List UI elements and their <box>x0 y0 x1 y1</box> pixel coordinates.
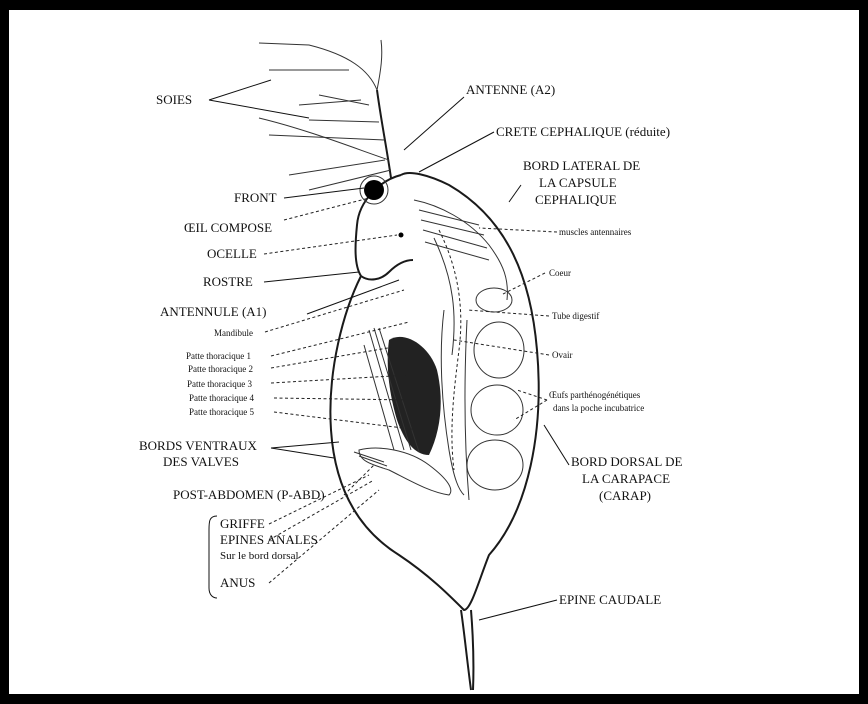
label-rostre: ROSTRE <box>203 274 253 289</box>
diagram-frame: SOIES ANTENNE (A2) CRETE CEPHALIQUE (réd… <box>9 10 859 694</box>
label-epine-caudale: EPINE CAUDALE <box>559 592 661 607</box>
label-bord-lateral-2: LA CAPSULE <box>539 175 617 190</box>
label-epines-anales: EPINES ANALES <box>220 532 318 547</box>
label-anus: ANUS <box>220 575 255 590</box>
label-tube: Tube digestif <box>552 311 599 321</box>
label-crete: CRETE CEPHALIQUE (réduite) <box>496 124 670 139</box>
label-patte-1: Patte thoracique 1 <box>186 351 251 361</box>
label-bords-ventraux-2: DES VALVES <box>163 454 239 469</box>
label-bords-ventraux-1: BORDS VENTRAUX <box>139 438 257 453</box>
label-mandibule: Mandibule <box>214 328 253 338</box>
label-ovair: Ovair <box>552 350 573 360</box>
label-front: FRONT <box>234 190 277 205</box>
label-oeufs-2: dans la poche incubatrice <box>553 403 644 413</box>
compound-eye-shape <box>364 180 384 200</box>
label-patte-5: Patte thoracique 5 <box>189 407 254 417</box>
label-soies: SOIES <box>156 92 192 107</box>
label-bord-lateral-3: CEPHALIQUE <box>535 192 617 207</box>
label-bord-dorsal-3: (CARAP) <box>599 488 651 503</box>
label-oeil: ŒIL COMPOSE <box>184 220 272 235</box>
label-patte-2: Patte thoracique 2 <box>188 364 253 374</box>
thoracic-legs-drawing <box>364 328 441 455</box>
label-patte-4: Patte thoracique 4 <box>189 393 254 403</box>
label-post-abdomen: POST-ABDOMEN (P-ABD) <box>173 487 325 502</box>
label-coeur: Coeur <box>549 268 571 278</box>
label-bord-dorsal-1: BORD DORSAL DE <box>571 454 683 469</box>
daphnia-diagram: SOIES ANTENNE (A2) CRETE CEPHALIQUE (réd… <box>9 10 859 694</box>
label-patte-3: Patte thoracique 3 <box>187 379 252 389</box>
label-bord-dorsal-2: LA CARAPACE <box>582 471 670 486</box>
label-muscles: muscles antennaires <box>559 227 632 237</box>
label-oeufs-1: Œufs parthénogénétiques <box>549 390 641 400</box>
label-antenne: ANTENNE (A2) <box>466 82 555 97</box>
label-ocelle: OCELLE <box>207 246 257 261</box>
label-antennule: ANTENNULE (A1) <box>160 304 267 319</box>
label-sur-bord: Sur le bord dorsal <box>220 550 299 562</box>
label-bord-lateral-1: BORD LATERAL DE <box>523 158 640 173</box>
label-griffe: GRIFFE <box>220 516 265 531</box>
